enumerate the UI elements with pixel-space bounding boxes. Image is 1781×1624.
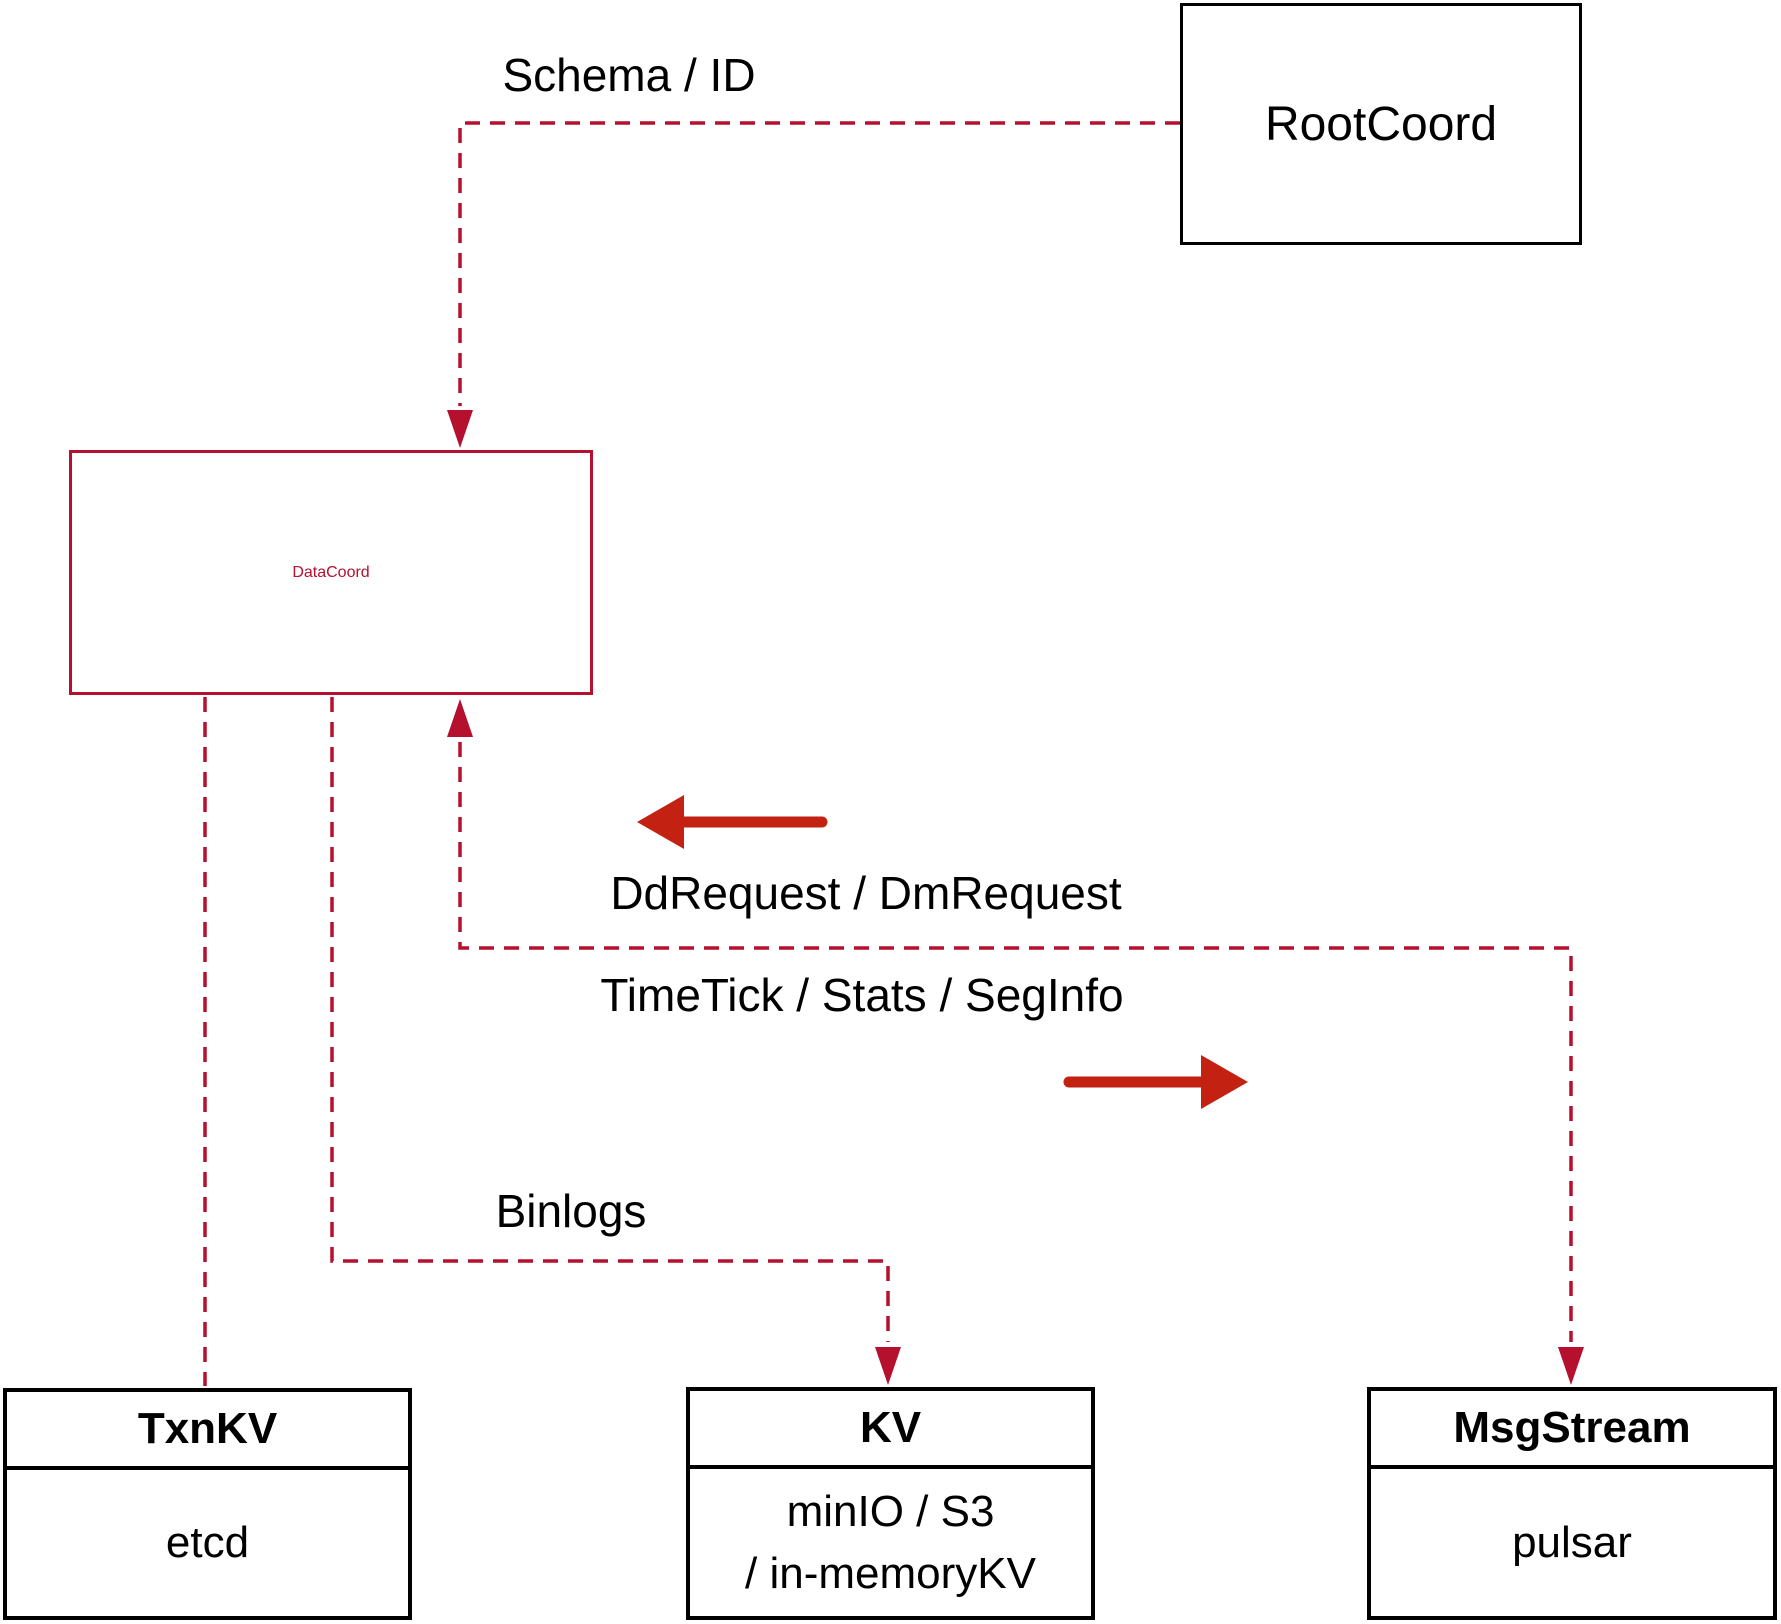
rootcoord-label: RootCoord — [1264, 97, 1498, 151]
edge-schema-line — [458, 121, 1180, 406]
kv-subtitle-line2: / in-memoryKV — [745, 1548, 1036, 1598]
edge-datacoord-msgstream-line — [458, 742, 1573, 1342]
left-direction-arrow-icon — [637, 795, 828, 849]
msgstream-title: MsgStream — [1371, 1391, 1773, 1469]
rootcoord-node: RootCoord — [1180, 3, 1582, 245]
arrowhead-down-icon — [447, 410, 473, 448]
right-direction-arrow-icon — [1063, 1055, 1248, 1109]
arrowhead-down-icon — [875, 1347, 901, 1385]
kv-node: KV minIO / S3 / in-memoryKV — [686, 1387, 1095, 1620]
msgstream-subtitle: pulsar — [1512, 1517, 1632, 1567]
edge-binlogs-line — [330, 697, 890, 1342]
edge-label-schema: Schema / ID — [502, 49, 756, 101]
edge-label-binlogs: Binlogs — [495, 1185, 647, 1237]
txnkv-subtitle: etcd — [165, 1518, 250, 1567]
txnkv-node: TxnKV etcd — [3, 1388, 412, 1620]
msgstream-node: MsgStream pulsar — [1367, 1387, 1777, 1620]
kv-subtitle-line1: minIO / S3 — [786, 1486, 995, 1536]
txnkv-title: TxnKV — [7, 1392, 408, 1470]
arrowhead-down-icon — [1558, 1347, 1584, 1385]
edge-label-ddrequest: DdRequest / DmRequest — [610, 867, 1122, 919]
datacoord-node: DataCoord — [69, 450, 593, 695]
datacoord-label: DataCoord — [292, 563, 370, 581]
kv-title: KV — [690, 1391, 1091, 1469]
arrowhead-up-icon — [447, 699, 473, 737]
edge-label-timetick: TimeTick / Stats / SegInfo — [600, 969, 1124, 1021]
